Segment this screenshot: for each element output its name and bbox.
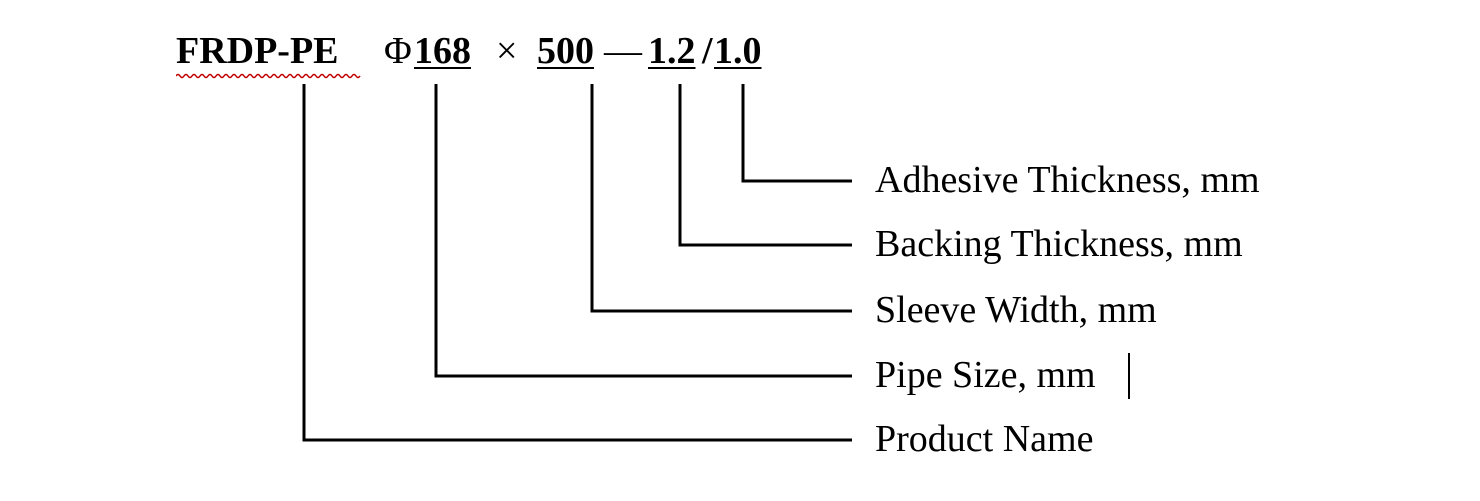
leader-pipe-size [434,84,852,378]
width-code: 500 [537,30,594,72]
leader-sleeve-width [590,84,852,313]
label-adhesive-thickness: Adhesive Thickness, mm [875,159,1260,201]
dash-symbol: — [604,30,642,72]
slash-symbol: / [702,30,713,72]
adhesive-code: 1.0 [714,30,762,72]
leader-adhesive-thickness [741,84,852,183]
phi-symbol: Φ [384,30,412,72]
times-symbol: × [496,30,518,72]
text-cursor[interactable] [1128,353,1130,399]
label-sleeve-width: Sleeve Width, mm [875,289,1157,331]
label-backing-thickness: Backing Thickness, mm [875,223,1243,265]
label-product-name: Product Name [875,418,1094,460]
pipe-size-code: 168 [414,30,471,72]
label-pipe-size: Pipe Size, mm [875,354,1096,396]
product-code-text: FRDP-PE [176,30,339,72]
leader-backing-thickness [678,84,852,247]
backing-code: 1.2 [648,30,696,72]
spellcheck-squiggle [176,73,361,79]
leader-product-name [302,84,852,442]
